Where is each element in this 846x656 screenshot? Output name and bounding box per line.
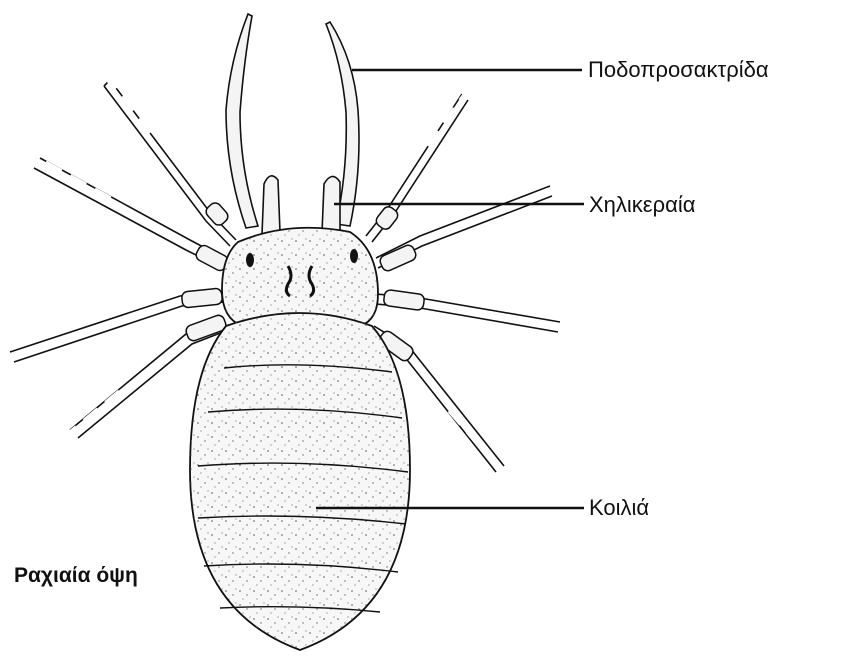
prosoma-stipple — [222, 228, 378, 326]
label-pedipalp: Ποδοπροσακτρίδα — [588, 57, 769, 83]
chelicerae-shape — [262, 176, 340, 234]
opisthosoma-stipple — [190, 313, 410, 650]
label-abdomen: Κοιλιά — [589, 495, 649, 521]
view-caption: Ραχιαία όψη — [14, 564, 138, 588]
leg-dashes-right — [428, 86, 566, 478]
leg-dashes-left — [4, 68, 150, 442]
label-chelicerae: Χηλικεραία — [589, 192, 695, 218]
